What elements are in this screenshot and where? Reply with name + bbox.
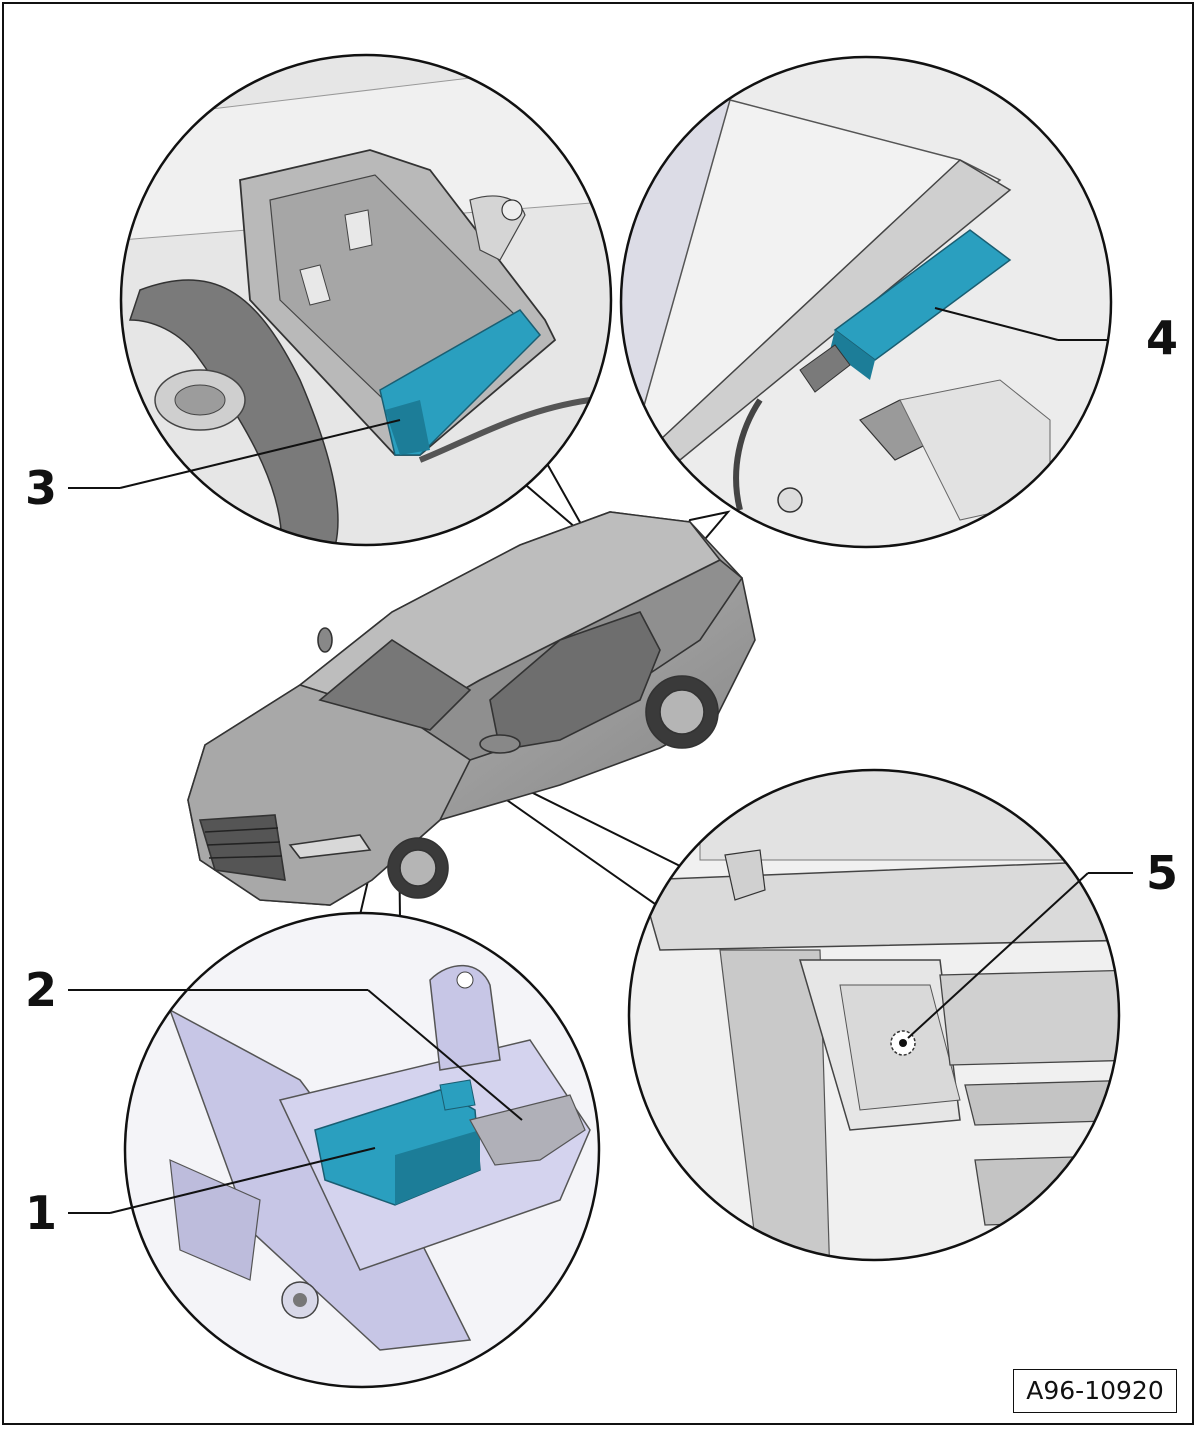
vehicle-overview (187, 511, 756, 906)
callout-5: 5 (1146, 846, 1178, 900)
leader-2b (367, 989, 523, 1121)
detail-circle-1-2-outline (123, 911, 601, 1389)
callout-4: 4 (1146, 311, 1178, 365)
detail-circle-4 (621, 57, 1111, 547)
detail-circle-3 (121, 55, 611, 545)
detail-circle-1-2 (125, 913, 599, 1387)
leader-4b (934, 307, 1059, 341)
callout-1: 1 (25, 1186, 57, 1240)
detail-circle-3-outline (119, 53, 613, 547)
callout-3: 3 (25, 461, 57, 515)
detail-circle-4-outline (619, 55, 1113, 549)
callout-numbers: 3 4 5 2 1 (25, 311, 1178, 1240)
leader-lines (68, 307, 1133, 1214)
leader-5b (907, 872, 1089, 1039)
detail-circle-5-outline (627, 768, 1121, 1262)
leader-3b (119, 419, 401, 489)
leader-1b (109, 1147, 376, 1214)
figure-reference-code: A96-10920 (1013, 1369, 1177, 1413)
callout-2: 2 (25, 963, 57, 1017)
detail-circle-5 (629, 770, 1119, 1260)
